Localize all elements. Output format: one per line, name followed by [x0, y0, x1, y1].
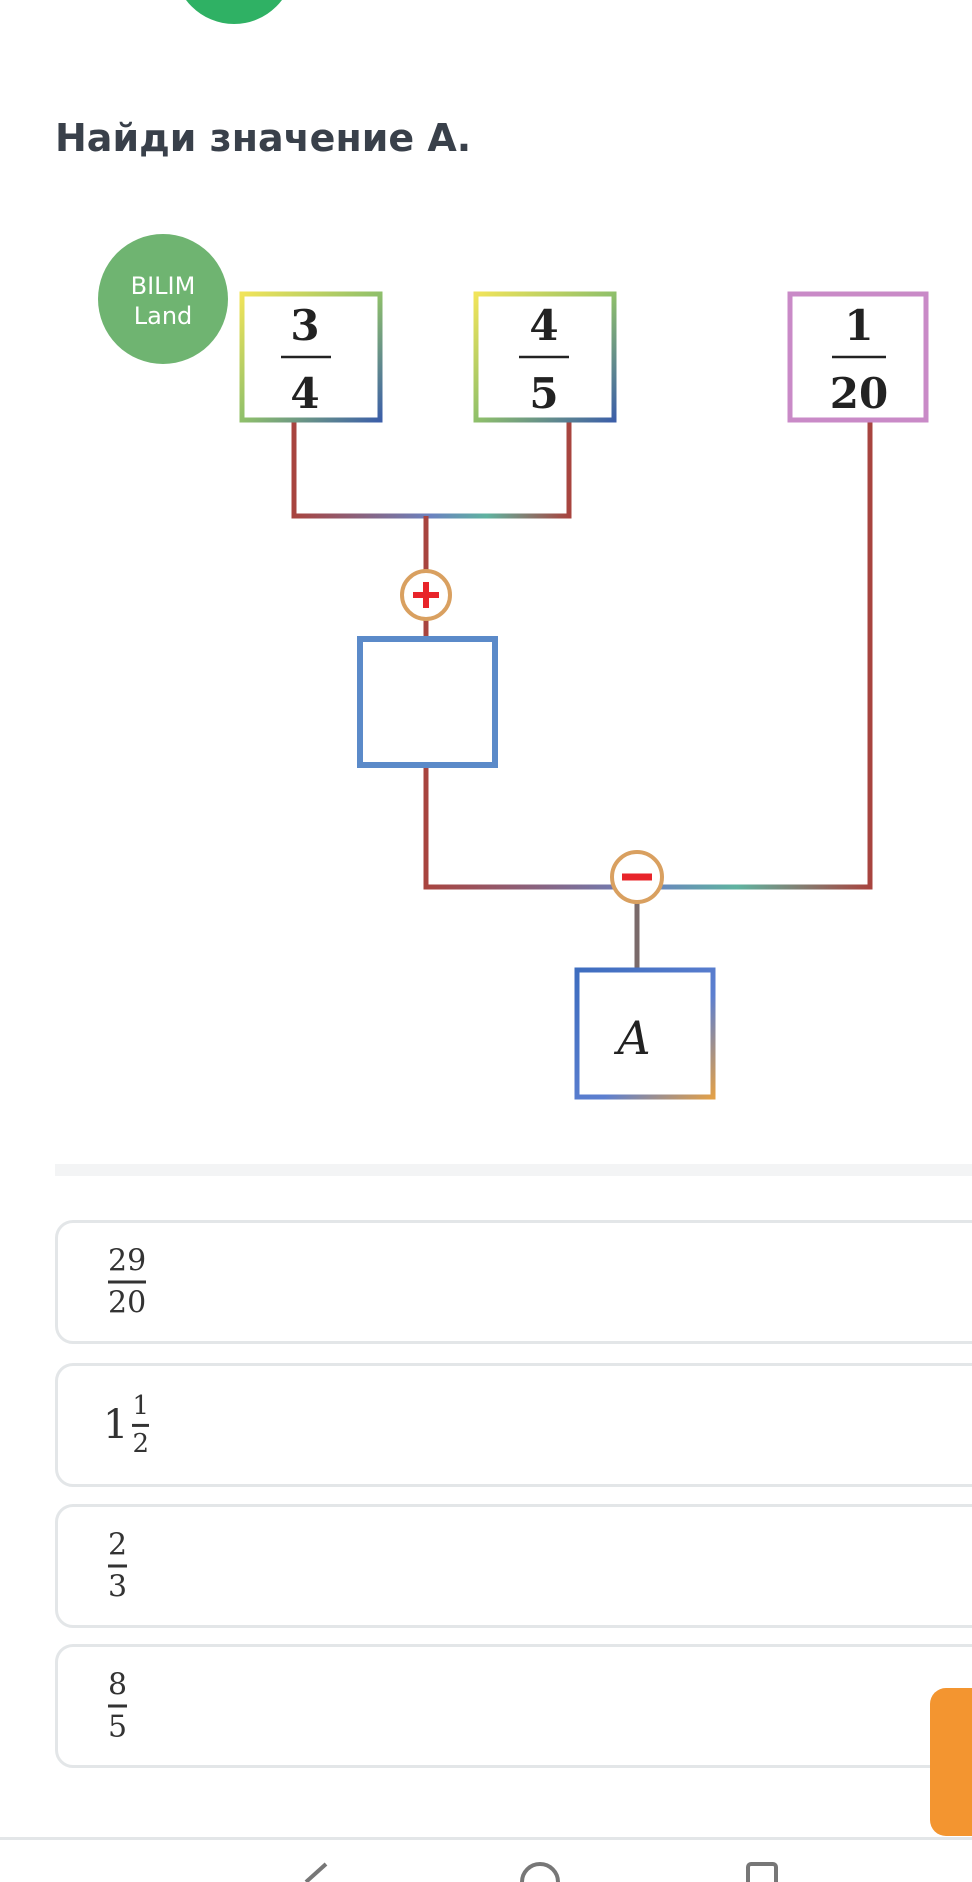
logo-line2: Land: [134, 302, 193, 330]
bilim-land-logo: BILIM Land: [98, 234, 228, 364]
input-box-1: 3 4: [239, 291, 383, 423]
section-divider: [55, 1164, 972, 1176]
denominator: 3: [108, 1569, 128, 1605]
home-icon[interactable]: [518, 1862, 562, 1882]
denominator: 20: [830, 369, 888, 418]
question-title: Найди значение А.: [55, 116, 472, 160]
numerator: 1: [132, 1390, 149, 1421]
result-box-a: A: [574, 967, 716, 1100]
numerator: 29: [108, 1243, 147, 1279]
whole-part: 1: [103, 1402, 129, 1448]
operation-diagram: BILIM Land 3 4 4 5 1 20 A: [98, 234, 929, 1100]
logo-line1: BILIM: [131, 272, 196, 300]
numerator: 4: [529, 301, 558, 350]
input-box-3: 1 20: [787, 291, 929, 423]
numerator: 1: [844, 301, 873, 350]
denominator: 5: [529, 369, 558, 418]
numerator: 3: [290, 301, 319, 350]
denominator: 2: [132, 1428, 149, 1459]
floating-action-button[interactable]: [930, 1688, 972, 1836]
wire-sum-inputs: [291, 422, 572, 519]
recent-apps-icon[interactable]: [746, 1862, 778, 1882]
denominator: 20: [108, 1285, 147, 1321]
numerator: 8: [108, 1667, 128, 1703]
input-box-2: 4 5: [473, 291, 617, 423]
progress-indicator-circle: [174, 0, 294, 24]
back-icon[interactable]: [300, 1862, 330, 1882]
navigation-bar-divider: [0, 1837, 972, 1840]
denominator: 5: [108, 1709, 128, 1745]
minus-operator-icon: [610, 850, 664, 904]
numerator: 2: [108, 1527, 128, 1563]
plus-operator-icon: [400, 569, 452, 621]
result-label: A: [613, 1011, 650, 1065]
intermediate-result-box: [357, 636, 498, 768]
denominator: 4: [290, 369, 319, 418]
